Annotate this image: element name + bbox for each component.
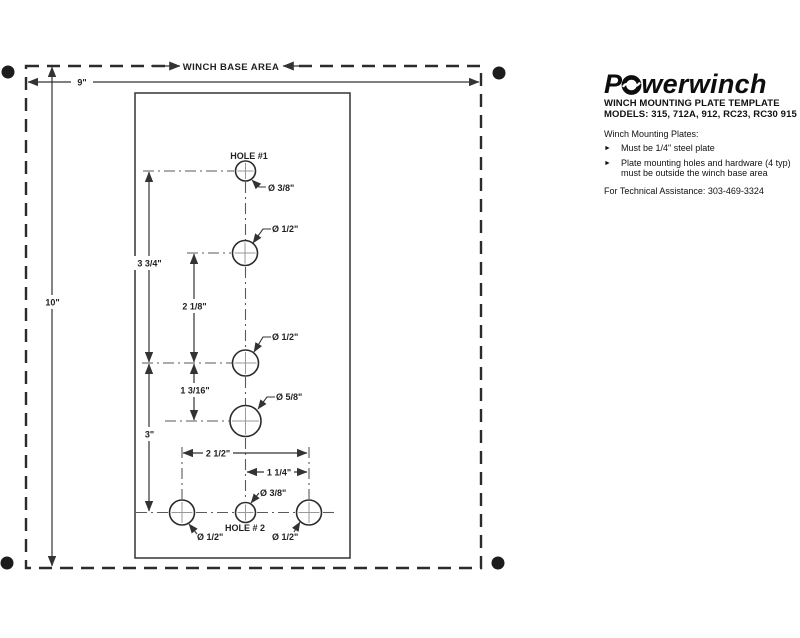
bullet-arrow-icon: ► <box>604 160 611 167</box>
leader-hole3 <box>253 336 271 353</box>
logo-text-rest: werwinch <box>641 69 767 99</box>
template-drawing: WINCH BASE AREA <box>0 57 506 570</box>
hole-2-center <box>234 501 257 524</box>
holes <box>168 160 323 526</box>
dim-label-3in: 3" <box>145 430 154 440</box>
hole4-dia-label: Ø 5/8" <box>276 392 302 402</box>
extension-lines <box>136 170 338 514</box>
bottom-right-dia-label: Ø 1/2" <box>272 532 298 542</box>
leader-lines <box>188 179 301 535</box>
dim-label-1-3-16: 1 3/16" <box>180 386 209 396</box>
dim-label-2-1-2: 2 1/2" <box>206 449 230 459</box>
winch-base-area-border <box>24 64 483 570</box>
winch-base-area-label: WINCH BASE AREA <box>183 62 279 73</box>
dimension-lines <box>27 66 480 567</box>
hole-2 <box>231 239 259 267</box>
hole-3 <box>231 349 260 377</box>
plate-outline <box>134 92 351 559</box>
info-panel: P werwinch WINCH MOUNTING PLATE TEMPLATE… <box>604 69 800 197</box>
plates-subtitle: Winch Mounting Plates: <box>604 129 699 139</box>
hole-1 <box>234 160 257 182</box>
mount-dot-bottom-right <box>491 556 505 570</box>
mounting-hardware-dots <box>0 65 506 570</box>
hole-4 <box>229 404 262 438</box>
hole2-dia-label: Ø 1/2" <box>272 224 298 234</box>
bullet-item-2: ► Plate mounting holes and hardware (4 t… <box>604 158 800 178</box>
hole-bottom-left <box>168 499 196 526</box>
hole2-label: HOLE # 2 <box>225 523 265 533</box>
hole3-dia-label: Ø 1/2" <box>272 332 298 342</box>
bullet-2-text: Plate mounting holes and hardware (4 typ… <box>621 158 791 178</box>
label-mask <box>174 57 288 75</box>
leader-bottom-left <box>188 523 198 535</box>
leader-hole1 <box>251 179 266 190</box>
leader-hole2c <box>250 492 260 504</box>
leader-hole2 <box>252 228 271 244</box>
powerwinch-logo: P werwinch <box>604 69 800 99</box>
bullet-item-1: ► Must be 1/4" steel plate <box>604 143 800 154</box>
dim-label-1-1-4: 1 1/4" <box>267 468 291 478</box>
bullet-arrow-icon: ► <box>604 145 611 152</box>
bottom-left-dia-label: Ø 1/2" <box>197 532 223 542</box>
hole1-dia-label: Ø 3/8" <box>268 183 294 193</box>
dim-label-10in: 10" <box>45 298 59 308</box>
dim-label-2-1-8: 2 1/8" <box>182 302 206 312</box>
mount-dot-top-right <box>492 66 506 80</box>
logo-o-swirl-icon <box>621 74 642 95</box>
models-line: MODELS: 315, 712A, 912, RC23, RC30 915 <box>604 109 797 120</box>
technical-assistance-line: For Technical Assistance: 303-469-3324 <box>604 186 764 196</box>
bullet-1-text: Must be 1/4" steel plate <box>621 143 715 153</box>
dim-label-masks <box>39 75 294 479</box>
hole-bottom-right <box>295 499 323 526</box>
mount-dot-bottom-left <box>0 556 14 570</box>
dim-label-3-3-4: 3 3/4" <box>137 259 161 269</box>
hole1-label: HOLE #1 <box>230 151 268 161</box>
hole2c-dia-label: Ø 3/8" <box>260 488 286 498</box>
dim-label-9in: 9" <box>77 78 86 88</box>
leader-bottom-right <box>291 521 301 533</box>
logo-text-p: P <box>604 69 623 99</box>
leader-hole4 <box>257 396 275 410</box>
mount-dot-top-left <box>1 65 15 79</box>
sheet-title: WINCH MOUNTING PLATE TEMPLATE <box>604 98 780 109</box>
